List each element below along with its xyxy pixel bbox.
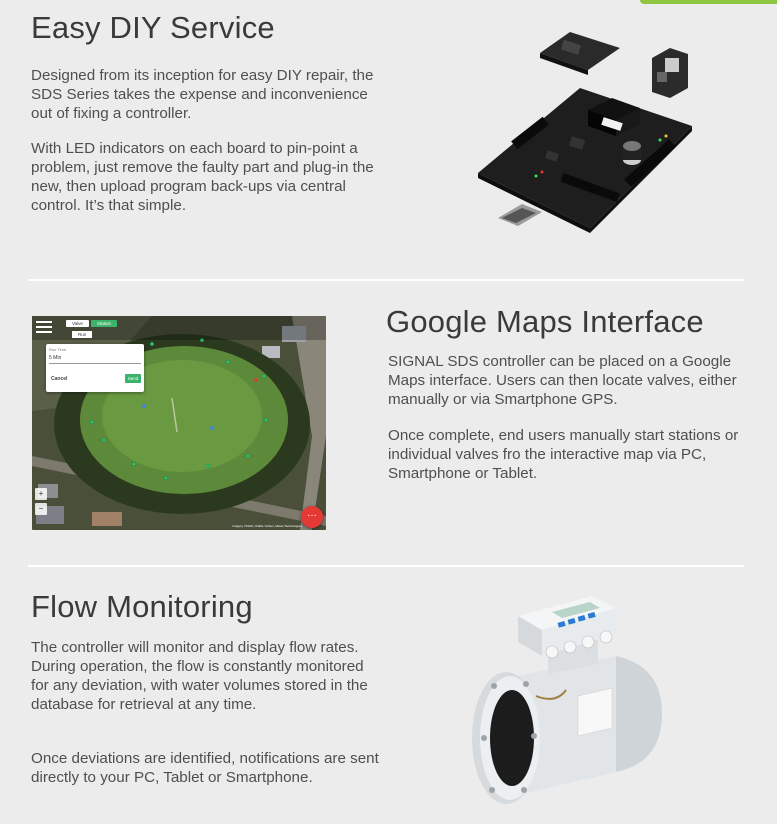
- dialog-title: Run Time: [49, 347, 67, 352]
- diy-paragraph-2: With LED indicators on each board to pin…: [31, 140, 374, 214]
- zoom-in-button[interactable]: +: [35, 488, 47, 500]
- accent-bar: [640, 0, 777, 4]
- run-time-dialog: Run Time 5 Min Cancel Send: [46, 344, 144, 392]
- dialog-underline: [49, 363, 141, 364]
- map-credit: Imagery ©2019, CNES / Airbus, Maxar Tech…: [232, 524, 302, 528]
- section-divider-2: [28, 565, 744, 567]
- section-heading-flow: Flow Monitoring: [31, 589, 253, 624]
- dialog-cancel-button[interactable]: Cancel: [51, 376, 68, 382]
- more-icon[interactable]: ···: [301, 506, 323, 528]
- section-divider-1: [28, 279, 744, 281]
- run-time-select[interactable]: 5 Min: [49, 355, 62, 361]
- section-heading-diy: Easy DIY Service: [31, 10, 275, 45]
- flow-paragraph-2: Once deviations are identified, notifica…: [31, 750, 379, 786]
- flow-paragraph-1: The controller will monitor and display …: [31, 639, 368, 713]
- dialog-send-button[interactable]: Send: [125, 374, 141, 383]
- maps-paragraph-1: SIGNAL SDS controller can be placed on a…: [388, 353, 737, 408]
- maps-paragraph-2: Once complete, end users manually start …: [388, 427, 739, 482]
- run-button[interactable]: Run: [72, 331, 93, 338]
- map-menu-icon[interactable]: [36, 321, 52, 333]
- section-heading-maps: Google Maps Interface: [386, 304, 704, 339]
- google-maps-screenshot: Valve Station Run Run Time 5 Min Cancel …: [32, 316, 326, 530]
- controller-board-image: [470, 28, 700, 240]
- flow-meter-image: [466, 586, 670, 818]
- zoom-out-button[interactable]: −: [35, 503, 47, 515]
- diy-paragraph-1: Designed from its inception for easy DIY…: [31, 67, 374, 122]
- tab-valve[interactable]: Valve: [66, 320, 89, 327]
- map-mode-tabs: Valve Station: [66, 320, 117, 327]
- tab-station[interactable]: Station: [90, 320, 117, 327]
